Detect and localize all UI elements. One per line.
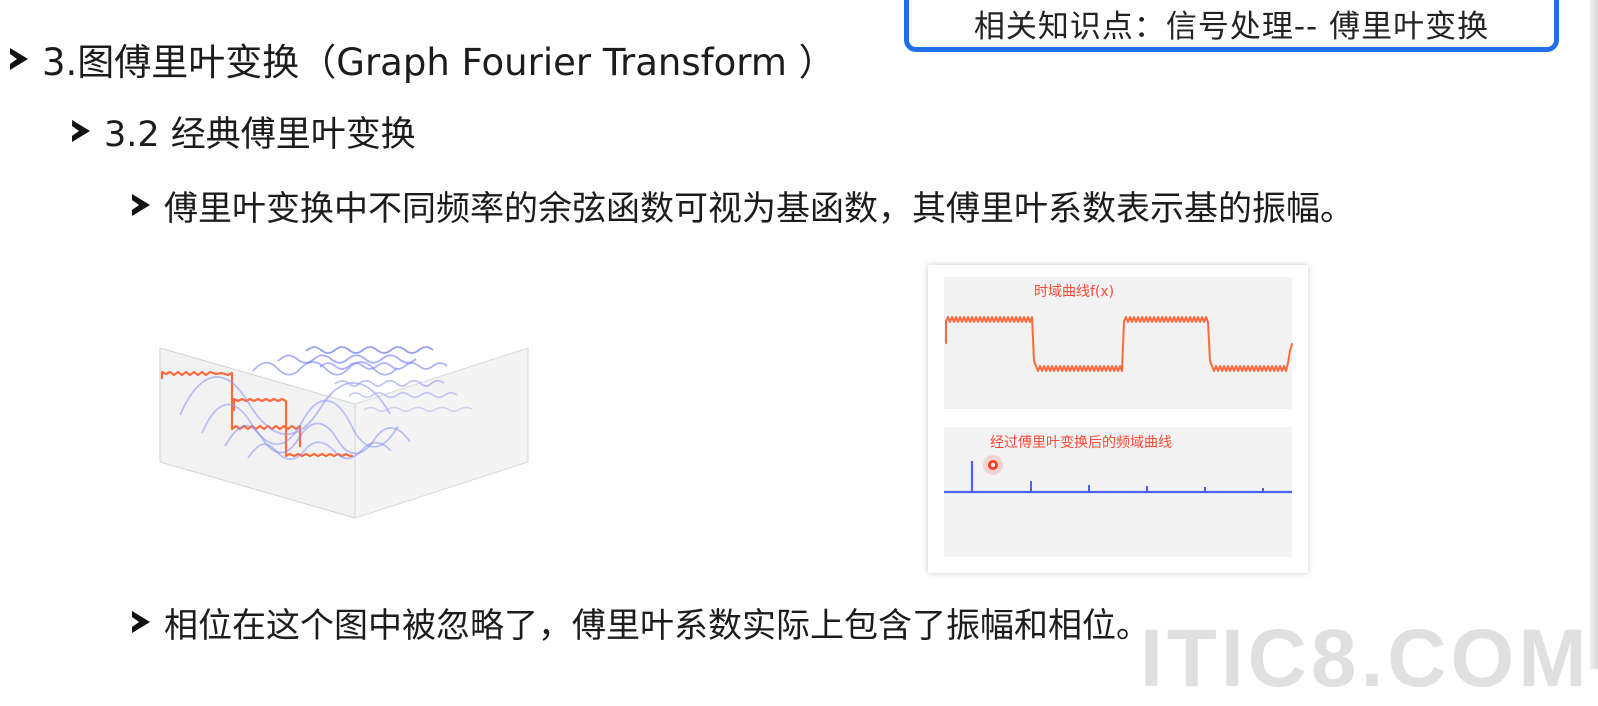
bullet-arrow-icon xyxy=(10,48,28,70)
bullet-arrow-icon xyxy=(72,120,90,142)
outline-bullet-2-text: 相位在这个图中被忽略了，傅里叶系数实际上包含了振幅和相位。 xyxy=(164,605,1150,646)
time-frequency-svg: 时域曲线f(x) 经过傅里叶变换后的频域曲线 xyxy=(944,277,1293,557)
outline-bullet-2: 相位在这个图中被忽略了，傅里叶系数实际上包含了振幅和相位。 xyxy=(132,597,1150,647)
slide-right-edge xyxy=(1590,0,1598,669)
time-domain-panel xyxy=(944,277,1292,409)
outline-heading-2: 3.2 经典傅里叶变换 xyxy=(72,107,416,155)
outline-bullet-1-text: 傅里叶变换中不同频率的余弦函数可视为基函数，其傅里叶系数表示基的振幅。 xyxy=(164,188,1354,229)
slide-canvas: 相关知识点：信号处理-- 傅里叶变换 3.图傅里叶变换（Graph Fourie… xyxy=(10,0,1598,704)
bullet-arrow-icon xyxy=(132,611,150,633)
fourier-3d-illustration xyxy=(150,330,540,520)
time-domain-curve xyxy=(945,316,1293,372)
outline-bullet-1: 傅里叶变换中不同频率的余弦函数可视为基函数，其傅里叶系数表示基的振幅。 xyxy=(132,181,1354,229)
knowledge-topic-text: 相关知识点：信号处理-- 傅里叶变换 xyxy=(973,9,1490,45)
pointer-center-icon xyxy=(990,462,996,468)
outline-heading-1-text: 3.图傅里叶变换（Graph Fourier Transform ） xyxy=(42,41,836,84)
outline-heading-2-text: 3.2 经典傅里叶变换 xyxy=(104,114,416,155)
fourier-3d-svg xyxy=(159,346,529,519)
bullet-arrow-icon xyxy=(132,194,150,216)
time-domain-label: 时域曲线f(x) xyxy=(1034,284,1114,300)
knowledge-topic-box: 相关知识点：信号处理-- 傅里叶变换 xyxy=(904,0,1559,52)
outline-heading-1: 3.图傅里叶变换（Graph Fourier Transform ） xyxy=(10,34,836,84)
frequency-domain-label: 经过傅里叶变换后的频域曲线 xyxy=(990,434,1172,451)
time-frequency-figure: 时域曲线f(x) 经过傅里叶变换后的频域曲线 xyxy=(928,265,1308,573)
watermark-text: ITIC8.COM xyxy=(1140,613,1591,704)
